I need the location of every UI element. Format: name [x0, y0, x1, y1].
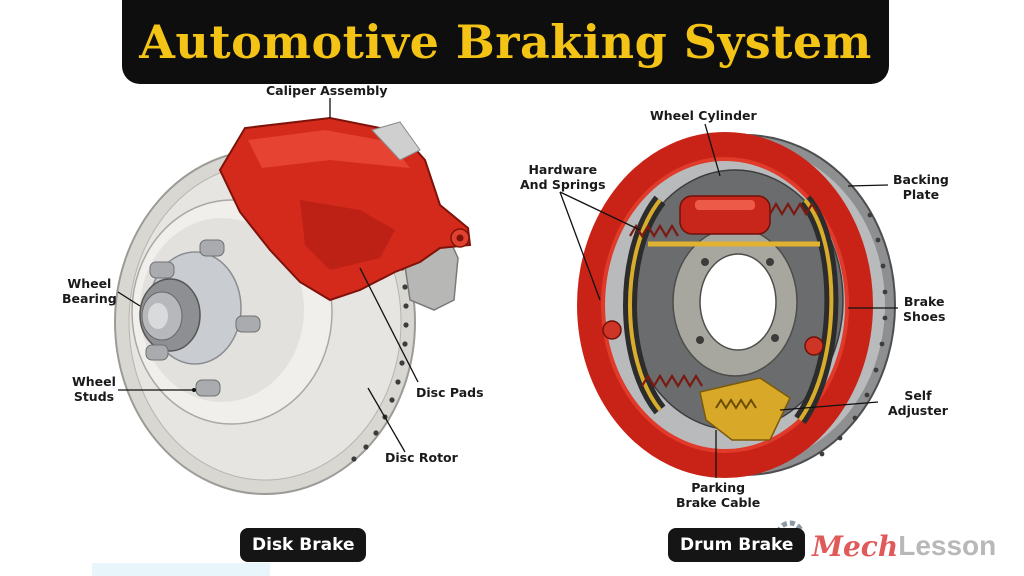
label-disc-pads: Disc Pads	[416, 385, 484, 400]
bottom-strip	[92, 563, 270, 576]
drum-brake-illustration	[559, 123, 898, 478]
label-disc-rotor: Disc Rotor	[385, 450, 458, 465]
page-title: Automotive Braking System	[139, 15, 872, 69]
drum-brake-caption: Drum Brake	[668, 528, 806, 562]
label-wheel-studs: Wheel Studs	[72, 374, 116, 404]
label-wheel-bearing: Wheel Bearing	[62, 276, 117, 306]
brand-logo: Mech Lesson	[812, 526, 996, 566]
label-wheel-cylinder: Wheel Cylinder	[650, 108, 757, 123]
disk-brake-caption: Disk Brake	[240, 528, 367, 562]
label-caliper-assembly: Caliper Assembly	[266, 83, 388, 98]
brand-lesson-text: Lesson	[898, 530, 997, 561]
wheel-studs-shape	[145, 239, 261, 397]
disk-brake-illustration	[114, 98, 472, 495]
label-parking-brake-cable: Parking Brake Cable	[676, 480, 761, 510]
brand-mech-text: Mech	[812, 529, 899, 563]
self-adjuster-shape	[699, 377, 791, 441]
title-banner: Automotive Braking System	[122, 0, 889, 84]
label-backing-plate: Backing Plate	[893, 172, 949, 202]
label-hardware-springs: Hardware And Springs	[520, 162, 606, 192]
label-brake-shoes: Brake Shoes	[903, 294, 946, 324]
label-self-adjuster: Self Adjuster	[888, 388, 948, 418]
